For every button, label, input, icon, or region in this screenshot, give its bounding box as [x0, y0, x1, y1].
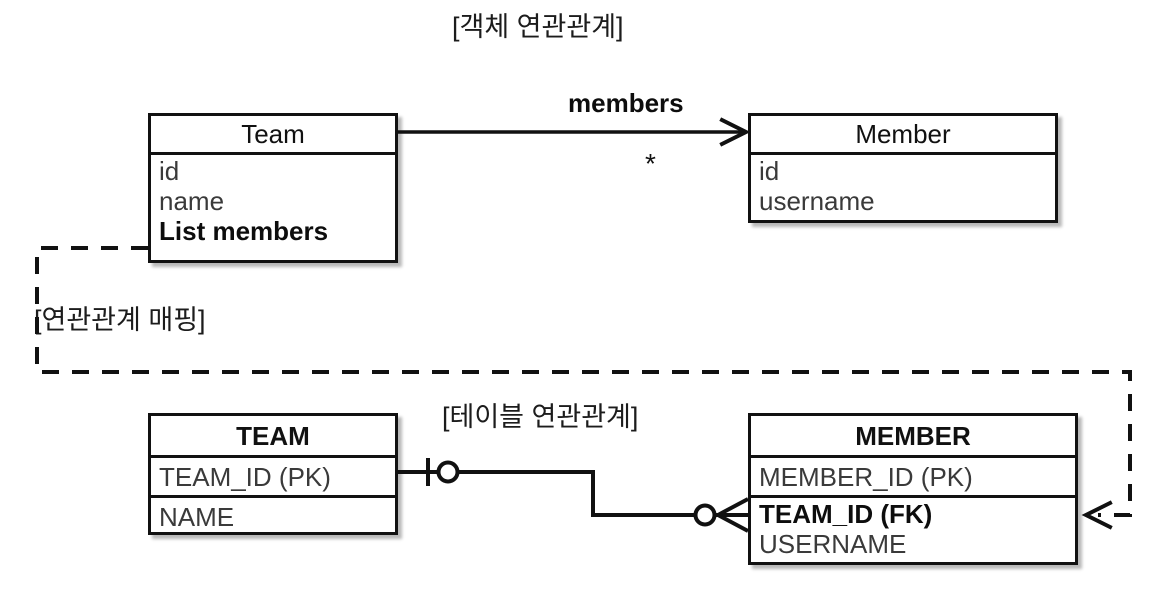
crowsfoot-prong-lower: [717, 513, 749, 533]
attribute-team-id: id: [159, 156, 180, 186]
attribute-team-name: name: [159, 186, 225, 216]
fk-relationship-line: [398, 458, 749, 533]
class-name-member: Member: [855, 119, 951, 149]
crowsfoot-prong-upper: [717, 497, 749, 517]
table-column-team-name: NAME: [151, 495, 395, 535]
mapping-title: [연관관계 매핑]: [34, 305, 206, 335]
class-box-team[interactable]: Team id name List members: [148, 113, 398, 263]
association-multiplicity: *: [645, 148, 656, 179]
table-box-member[interactable]: MEMBER MEMBER_ID (PK) TEAM_ID (FK) USERN…: [748, 413, 1078, 565]
association-label-members: members: [568, 88, 684, 118]
class-attributes-member: id username: [751, 152, 1055, 220]
table-column-member-id: MEMBER_ID (PK): [751, 455, 1075, 495]
class-name-team: Team: [241, 119, 305, 149]
object-relation-title: [객체 연관관계]: [452, 12, 624, 42]
attribute-member-username: username: [759, 186, 875, 216]
class-attributes-team: id name List members: [151, 152, 395, 260]
crowsfoot-zero-circle-team: [436, 460, 460, 484]
attribute-member-id: id: [759, 156, 780, 186]
class-box-member[interactable]: Member id username: [748, 113, 1058, 223]
table-column-team-id: TEAM_ID (PK): [151, 455, 395, 495]
table-name-member: MEMBER: [855, 420, 971, 451]
attribute-team-members: List members: [159, 216, 329, 246]
table-column-username: USERNAME: [759, 529, 907, 559]
table-box-team[interactable]: TEAM TEAM_ID (PK) NAME: [148, 413, 398, 535]
table-column-team-id-fk: TEAM_ID (FK): [759, 499, 933, 529]
table-column-group: TEAM_ID (FK) USERNAME: [751, 495, 1075, 565]
association-arrow-team-member: [398, 117, 751, 147]
crowsfoot-zero-circle-member: [693, 503, 717, 527]
table-relation-title: [테이블 연관관계]: [442, 402, 639, 432]
table-name-team: TEAM: [236, 420, 310, 451]
